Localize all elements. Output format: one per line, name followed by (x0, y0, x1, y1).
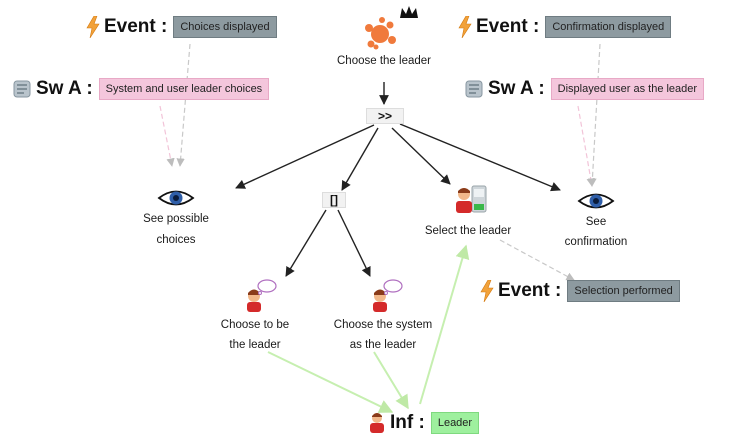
task-choose-the-leader: Choose the leader (316, 54, 452, 68)
lightning-icon (480, 280, 494, 302)
edge-enabling-select (391, 127, 451, 185)
task-label: the leader (229, 339, 281, 351)
information-icon (370, 413, 384, 433)
task-see-confirmation: See confirmation (546, 215, 646, 249)
task-choose-the-system: Choose the system as the leader (318, 318, 448, 352)
sw-key: Sw A : (488, 78, 545, 99)
edge-enabling-see-choices (235, 124, 375, 189)
sw-value: Displayed user as the leader (550, 78, 705, 100)
edge-choice-system (337, 209, 371, 277)
task-select-the-leader: Select the leader (412, 224, 524, 238)
info-system-to-inf (373, 351, 409, 410)
sw-annotation-displayed: Sw A : Displayed user as the leader (464, 78, 705, 100)
sw-key: Sw A : (36, 78, 93, 99)
event-annotation-selection: Event : Selection performed (480, 280, 680, 302)
info-self-to-inf (267, 351, 394, 413)
enabling-operator: >> (366, 108, 404, 124)
event-value: Selection performed (567, 280, 680, 302)
task-see-possible-choices: See possible choices (116, 212, 236, 247)
event-key: Event : (104, 16, 168, 37)
task-label: Choose to be (220, 319, 290, 331)
sw-annotation-choices: Sw A : System and user leader choices (12, 78, 270, 100)
lightning-icon (458, 16, 472, 38)
inf-key: Inf : (390, 412, 425, 433)
choice-operator: [] (322, 192, 346, 208)
task-label: See possible (143, 213, 209, 225)
dash-event-confirmation (588, 43, 601, 187)
task-label: as the leader (349, 339, 417, 351)
dash-select-event (499, 239, 575, 281)
splash-task-icon (365, 17, 396, 50)
dash-event-choices (176, 43, 191, 167)
info-inf-to-select (419, 244, 470, 405)
user-task-icon (247, 279, 277, 312)
task-label: Choose the leader (337, 55, 431, 67)
crown-icon (400, 6, 418, 18)
dash-sw-displayed (577, 105, 595, 187)
task-label: Choose the system (333, 319, 433, 331)
lightning-icon (86, 16, 100, 38)
task-label: See (585, 216, 607, 228)
dash-sw-choices (159, 105, 175, 167)
software-icon (465, 80, 483, 98)
software-icon (13, 80, 31, 98)
event-key: Event : (498, 280, 562, 301)
inf-annotation-leader: Inf : Leader (368, 412, 480, 434)
interactive-task-icon (456, 185, 487, 213)
edge-enabling-see-confirmation (399, 123, 561, 192)
eye-icon (157, 190, 195, 206)
task-label: choices (156, 234, 196, 246)
event-key: Event : (476, 16, 540, 37)
event-annotation-choices: Event : Choices displayed (86, 16, 277, 38)
event-value: Choices displayed (173, 16, 277, 38)
task-choose-to-be-the-leader: Choose to be the leader (200, 318, 310, 352)
user-task-icon (373, 279, 403, 312)
inf-value: Leader (430, 412, 480, 434)
event-annotation-confirmation: Event : Confirmation displayed (458, 16, 672, 38)
task-label: confirmation (564, 236, 628, 248)
eye-icon (577, 193, 615, 209)
edge-enabling-choice (341, 127, 379, 191)
sw-value: System and user leader choices (98, 78, 270, 100)
task-label: Select the leader (424, 225, 512, 237)
event-value: Confirmation displayed (545, 16, 672, 38)
edge-choice-self (285, 209, 327, 277)
